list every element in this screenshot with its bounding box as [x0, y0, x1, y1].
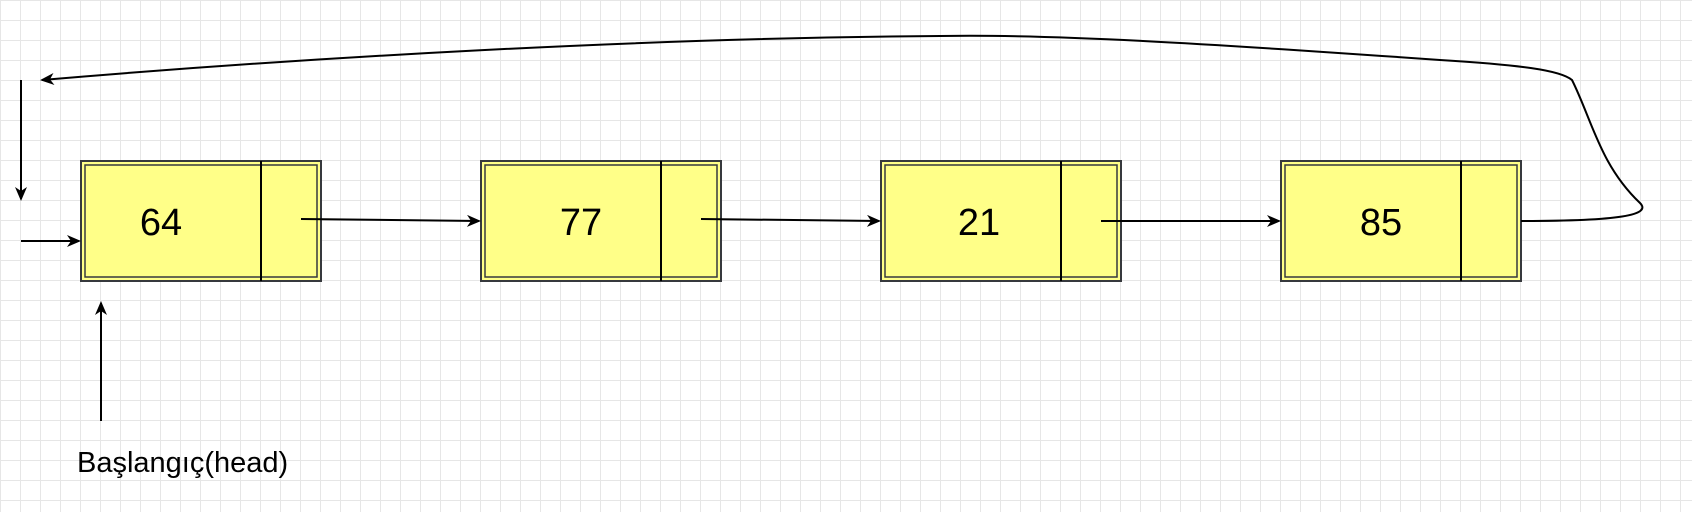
node-box [1280, 160, 1522, 282]
list-node[interactable]: 64 [80, 160, 322, 282]
list-node[interactable]: 77 [480, 160, 722, 282]
list-node[interactable]: 21 [880, 160, 1122, 282]
node-box [480, 160, 722, 282]
next-pointer-arrow [700, 214, 881, 227]
node-value: 77 [560, 202, 602, 244]
node-inner-border [84, 164, 318, 278]
node-inner-border [484, 164, 718, 278]
node-inner-border [1284, 164, 1518, 278]
next-pointer-arrow [300, 214, 481, 227]
list-node[interactable]: 85 [1280, 160, 1522, 282]
circular-return-arrow [40, 34, 1644, 222]
node-box [80, 160, 322, 282]
node-value: 21 [958, 202, 1000, 244]
node-value: 64 [140, 202, 182, 244]
node-box [880, 160, 1122, 282]
head-label: Başlangıç(head) [77, 447, 288, 479]
node-value: 85 [1360, 202, 1402, 244]
